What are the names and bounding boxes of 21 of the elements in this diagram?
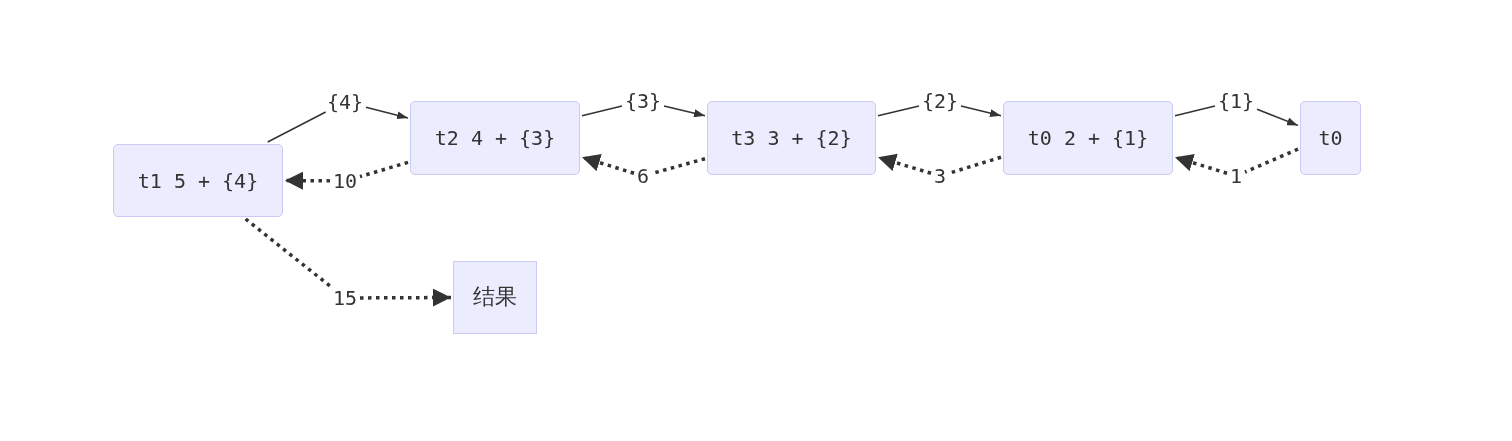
dotted-arrow xyxy=(876,153,1003,176)
arrow xyxy=(581,105,706,118)
process-box xyxy=(113,144,283,217)
process-box xyxy=(1300,101,1361,175)
process-box xyxy=(1003,101,1173,175)
node-label: t3 3 + {2} xyxy=(731,126,852,150)
process-box xyxy=(410,101,580,175)
dotted-arrow xyxy=(243,217,453,307)
node-label: 结果 xyxy=(473,284,517,311)
arrow xyxy=(1174,105,1299,127)
node-label: t1 5 + {4} xyxy=(137,168,259,193)
node-label: t0 2 + {1} xyxy=(1027,126,1149,150)
node-label: t2 4 + {3} xyxy=(434,126,556,150)
arrow xyxy=(266,106,409,143)
node-label: t0 xyxy=(1318,126,1343,150)
arrow xyxy=(877,105,1002,118)
dotted-arrow xyxy=(283,160,410,190)
process-box xyxy=(453,261,537,334)
dotted-arrow xyxy=(1173,147,1300,175)
process-box xyxy=(707,101,876,175)
dotted-arrow xyxy=(580,153,707,176)
